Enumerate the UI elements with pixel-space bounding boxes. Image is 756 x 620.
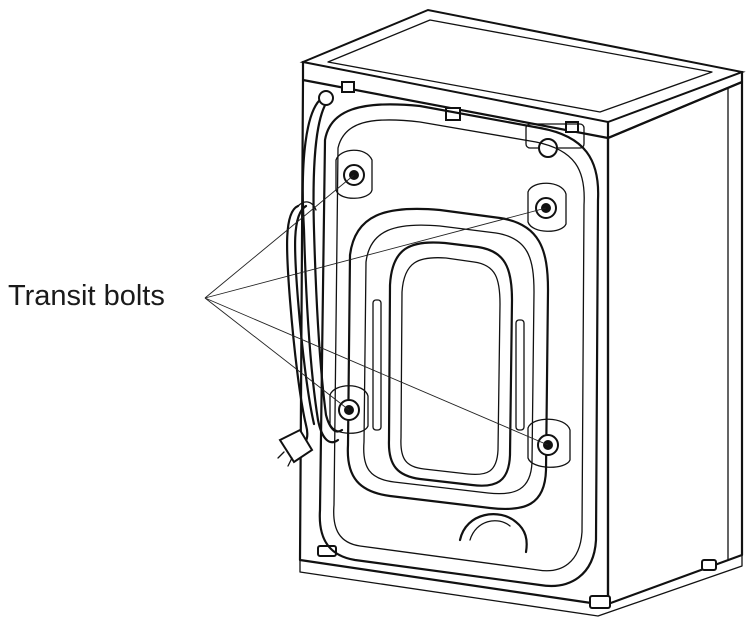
machine-cabinet	[298, 8, 746, 617]
leader-to-bolt-bottom-right	[204, 297, 549, 446]
rear-panel-relief	[318, 103, 600, 587]
leader-to-bolt-top-right	[204, 207, 547, 299]
transit-bolt-bottom-right	[527, 418, 571, 468]
power-plug-icon	[277, 428, 314, 467]
hinge-right	[565, 121, 579, 133]
drain-hose-icon	[301, 90, 344, 444]
transit-bolt-top-right	[527, 182, 567, 232]
transit-bolt-top-left	[335, 149, 373, 199]
leader-to-bolt-bottom-left	[204, 297, 350, 411]
callout-leaders	[204, 174, 549, 446]
leader-to-bolt-top-left	[204, 174, 355, 299]
foot-right-rear	[701, 559, 717, 571]
foot-right-front	[589, 595, 611, 609]
hinge-left	[341, 81, 355, 93]
callout-label-transit-bolts: Transit bolts	[8, 280, 165, 312]
